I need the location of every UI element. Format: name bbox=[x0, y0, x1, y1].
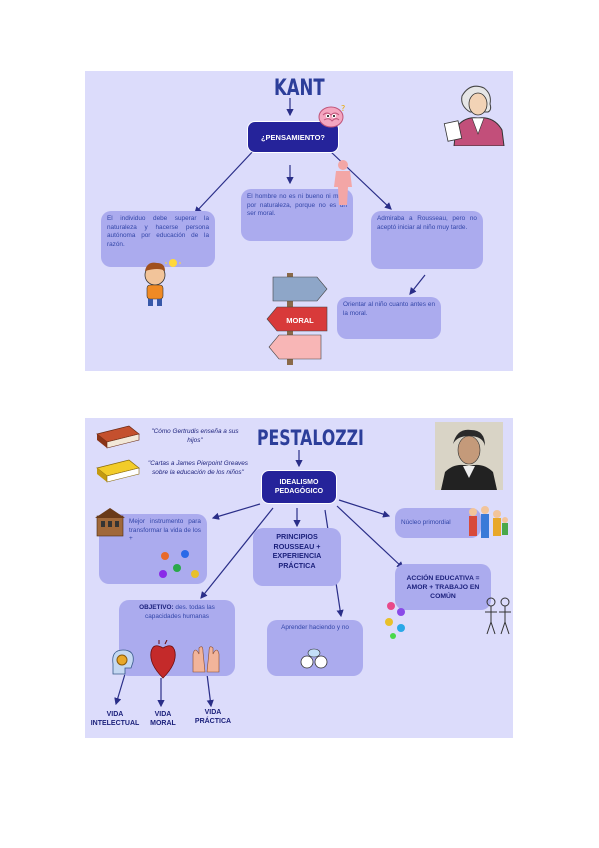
signpost-image bbox=[265, 269, 337, 365]
principles-node: PRINCIPIOS ROUSSEAU + EXPERIENCIA PRÁCTI… bbox=[253, 528, 341, 586]
family-image bbox=[465, 502, 509, 546]
heart-icon bbox=[147, 639, 179, 680]
pestalozzi-portrait-image bbox=[435, 422, 503, 490]
svg-text:?: ? bbox=[341, 104, 345, 113]
child-lightbulb-icon bbox=[137, 255, 183, 307]
kant-panel: KANT ¿PENSAMIENTO? ? El individuo debe s… bbox=[85, 71, 513, 371]
head-gears-icon bbox=[107, 646, 137, 676]
pestalozzi-panel: "Cómo Gertrudis enseña a sus hijos" "Car… bbox=[85, 418, 513, 738]
education-icons bbox=[155, 548, 205, 582]
pestalozzi-left-node: Mejor instrumento para transformar la vi… bbox=[99, 514, 207, 584]
building-icon bbox=[95, 508, 125, 538]
people-working-icon bbox=[483, 596, 513, 636]
kant-center-node: ¿PENSAMIENTO? bbox=[247, 121, 339, 153]
objective-text: des. todas las capacidades humanas bbox=[145, 604, 215, 620]
kant-connectors bbox=[194, 98, 426, 295]
people-heart-icon bbox=[381, 598, 411, 642]
vida-moral-label: VIDA MORAL bbox=[150, 711, 176, 727]
kant-bottom-node: Orientar al niño cuanto antes en la mora… bbox=[337, 297, 441, 339]
vida-intelectual-label: VIDA INTELECTUAL bbox=[90, 711, 140, 727]
book2-title: "Cartas a James Pierpoint Greaves sobre … bbox=[148, 460, 248, 476]
vida-practica-label: VIDA PRÁCTICA bbox=[194, 709, 232, 725]
moral-sign-label: MORAL bbox=[286, 316, 314, 325]
learn-node: Aprender haciendo y no bbox=[267, 620, 363, 676]
kant-right-node: Admiraba a Rousseau, pero no aceptó inic… bbox=[371, 211, 483, 269]
pestalozzi-center-node: IDEALISMO PEDAGÓGICO bbox=[261, 470, 337, 504]
brain-icon: ? bbox=[317, 103, 347, 129]
human-body-icon bbox=[331, 159, 355, 207]
educational-action-node: ACCIÓN EDUCATIVA = AMOR + TRABAJO EN COM… bbox=[395, 564, 491, 610]
book-icon bbox=[95, 458, 141, 484]
kant-portrait-image bbox=[440, 76, 510, 147]
pestalozzi-title: PESTALOZZI bbox=[257, 426, 364, 450]
objective-node: OBJETIVO: des. todas las capacidades hum… bbox=[119, 600, 235, 676]
kant-title: KANT bbox=[274, 76, 325, 101]
nucleus-node: Núcleo primordial bbox=[395, 508, 481, 538]
objective-label: OBJETIVO: bbox=[139, 604, 174, 611]
hands-icon bbox=[189, 642, 223, 674]
left-node-text: Mejor instrumento para transformar la vi… bbox=[129, 518, 201, 543]
book-icon bbox=[95, 424, 141, 450]
kant-left-node: El individuo debe superar la naturaleza … bbox=[101, 211, 215, 267]
speech-bubbles-icon bbox=[299, 648, 329, 672]
book1-title: "Cómo Gertrudis enseña a sus hijos" bbox=[151, 428, 239, 444]
kant-middle-node: El hombre no es ni bueno ni malo por nat… bbox=[241, 189, 353, 241]
